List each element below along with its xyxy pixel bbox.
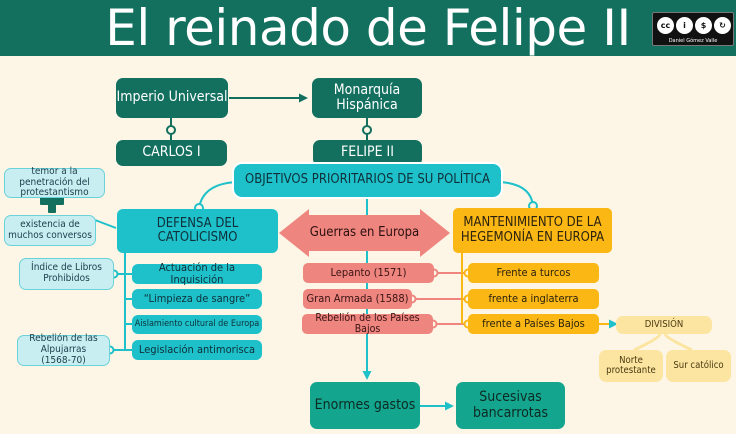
- node-mantenimiento-hegemonia: MANTENIMIENTO DE LA HEGEMONÍA EN EUROPA: [453, 208, 612, 253]
- node-temor-protestantismo: temor a la penetración del protestantism…: [4, 166, 105, 198]
- node-lepanto: Lepanto (1571): [303, 263, 434, 283]
- node-imperio-universal: Imperio Universal: [116, 78, 228, 118]
- license-author: Daniel Gómez Valle: [668, 38, 718, 44]
- node-frente-paises-bajos: frente a Países Bajos: [468, 314, 599, 334]
- node-guerras-europa: Guerras en Europa: [309, 224, 420, 240]
- noncommercial-icon: $: [694, 16, 713, 35]
- node-frente-turcos: Frente a turcos: [468, 263, 599, 283]
- node-carlos-i: CARLOS I: [116, 140, 227, 166]
- node-enormes-gastos: Enormes gastos: [310, 382, 420, 429]
- node-limpieza-sangre: “Limpieza de sangre”: [132, 289, 262, 309]
- node-gran-armada: Gran Armada (1588): [303, 289, 412, 309]
- node-monarquia-hispanica: Monarquía Hispánica: [312, 78, 422, 118]
- node-indice-libros: Índice de Libros Prohibidos: [19, 258, 114, 290]
- double-arrow-shape: [279, 209, 450, 257]
- node-frente-inglaterra: frente a inglaterra: [468, 289, 599, 309]
- node-norte-protestante: Norte protestante: [599, 350, 663, 382]
- attribution-icon: i: [675, 16, 694, 35]
- cc-icon: cc: [656, 16, 675, 35]
- node-rebelion-paises-bajos: Rebelión de los Países Bajos: [302, 312, 433, 335]
- title-banner: [0, 0, 736, 56]
- node-aislamiento-cultural: Aislamiento cultural de Europa: [132, 315, 262, 334]
- node-objetivos-prioritarios: OBJETIVOS PRIORITARIOS DE SU POLÍTICA: [232, 162, 503, 199]
- node-sucesivas-bancarrotas: Sucesivas bancarrotas: [456, 382, 565, 429]
- node-legislacion-antimorisca: Legislación antimorisca: [132, 340, 262, 360]
- node-division: DIVISIÓN: [616, 316, 712, 334]
- node-sur-catolico: Sur católico: [666, 350, 731, 382]
- node-felipe-ii: FELIPE II: [313, 140, 422, 166]
- node-defensa-catolicismo: DEFENSA DEL CATOLICISMO: [117, 209, 278, 253]
- creative-commons-badge: cc i $ ↻ Daniel Gómez Valle: [652, 12, 734, 46]
- node-rebelion-alpujarras: Rebelión de las Alpujarras (1568-70): [17, 333, 110, 366]
- sharealike-icon: ↻: [713, 16, 732, 35]
- node-inquisicion: Actuación de la Inquisición: [132, 262, 262, 285]
- node-existencia-conversos: existencia de muchos conversos: [4, 215, 96, 246]
- page-title: El reinado de Felipe II: [105, 0, 631, 57]
